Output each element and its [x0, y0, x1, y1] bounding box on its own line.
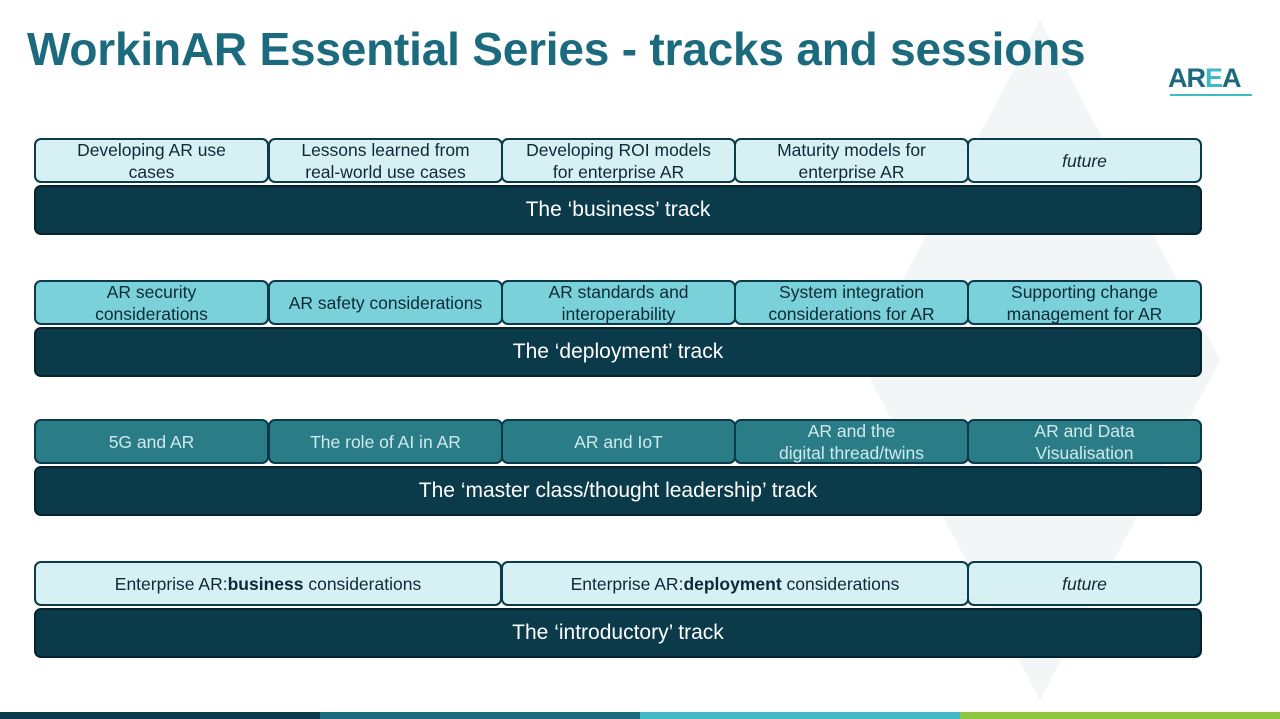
track-bar-master-class: The ‘master class/thought leadership’ tr…	[34, 466, 1202, 516]
footer-segment	[0, 712, 320, 719]
session-suffix: considerations	[781, 573, 900, 594]
session-card[interactable]: AR and IoT	[501, 419, 736, 464]
session-bold: deployment	[683, 573, 782, 594]
session-line-2: enterprise AR	[798, 161, 905, 182]
session-line-2: cases	[128, 161, 175, 182]
session-prefix: Enterprise AR:	[570, 573, 684, 594]
track-introductory: Enterprise AR:business considerations En…	[34, 561, 1202, 658]
session-prefix: Enterprise AR:	[114, 573, 228, 594]
track-bar-deployment: The ‘deployment’ track	[34, 327, 1202, 377]
footer-segment	[960, 712, 1280, 719]
session-line-1: future	[1062, 573, 1107, 594]
track-bar-business: The ‘business’ track	[34, 185, 1202, 235]
session-card[interactable]: 5G and AR	[34, 419, 269, 464]
logo-underline	[1170, 94, 1252, 96]
logo-text-left: AR	[1168, 63, 1206, 93]
session-line-1: AR and IoT	[574, 431, 663, 452]
session-line-1: AR safety considerations	[288, 292, 483, 313]
session-line-2: digital thread/twins	[779, 442, 924, 463]
footer-segment	[640, 712, 960, 719]
session-line-2: for enterprise AR	[552, 161, 685, 182]
session-card[interactable]: Enterprise AR:business considerations	[34, 561, 502, 606]
session-card-future[interactable]: future	[967, 561, 1202, 606]
session-card[interactable]: Enterprise AR:deployment considerations	[501, 561, 969, 606]
session-suffix: considerations	[303, 573, 422, 594]
session-line-2: considerations	[95, 303, 208, 324]
session-line-1: Developing AR use	[77, 139, 226, 160]
session-line-2: management for AR	[1006, 303, 1163, 324]
session-card[interactable]: The role of AI in AR	[268, 419, 503, 464]
session-line-1: Supporting change	[1011, 281, 1158, 302]
session-line-2: considerations for AR	[768, 303, 935, 324]
logo-text-mid: E	[1205, 63, 1223, 93]
session-line-1: Maturity models for	[777, 139, 926, 160]
session-line-1: The role of AI in AR	[310, 431, 461, 452]
footer-color-bar	[0, 712, 1280, 719]
session-line-2: interoperability	[561, 303, 676, 324]
logo-text-right: A	[1222, 63, 1241, 93]
session-line-1: 5G and AR	[108, 431, 195, 452]
session-card[interactable]: AR safety considerations	[268, 280, 503, 325]
session-line-1: Lessons learned from	[301, 139, 470, 160]
footer-segment	[320, 712, 640, 719]
track-master-class: 5G and AR The role of AI in AR AR and Io…	[34, 419, 1202, 516]
session-line-1: AR standards and	[548, 281, 689, 302]
session-line-1: future	[1062, 150, 1107, 171]
page-title: WorkinAR Essential Series - tracks and s…	[27, 23, 1086, 75]
session-line-2: Visualisation	[1035, 442, 1134, 463]
session-line-1: AR and Data	[1034, 420, 1135, 441]
area-logo: AREA	[1168, 62, 1254, 96]
session-line-2: real-world use cases	[305, 161, 466, 182]
session-line-1: AR security	[106, 281, 197, 302]
session-line-1: AR and the	[807, 420, 896, 441]
session-bold: business	[227, 573, 304, 594]
session-line-1: System integration	[779, 281, 924, 302]
track-bar-introductory: The ‘introductory’ track	[34, 608, 1202, 658]
session-card-future[interactable]: future	[967, 138, 1202, 183]
session-line-1: Developing ROI models	[526, 139, 711, 160]
